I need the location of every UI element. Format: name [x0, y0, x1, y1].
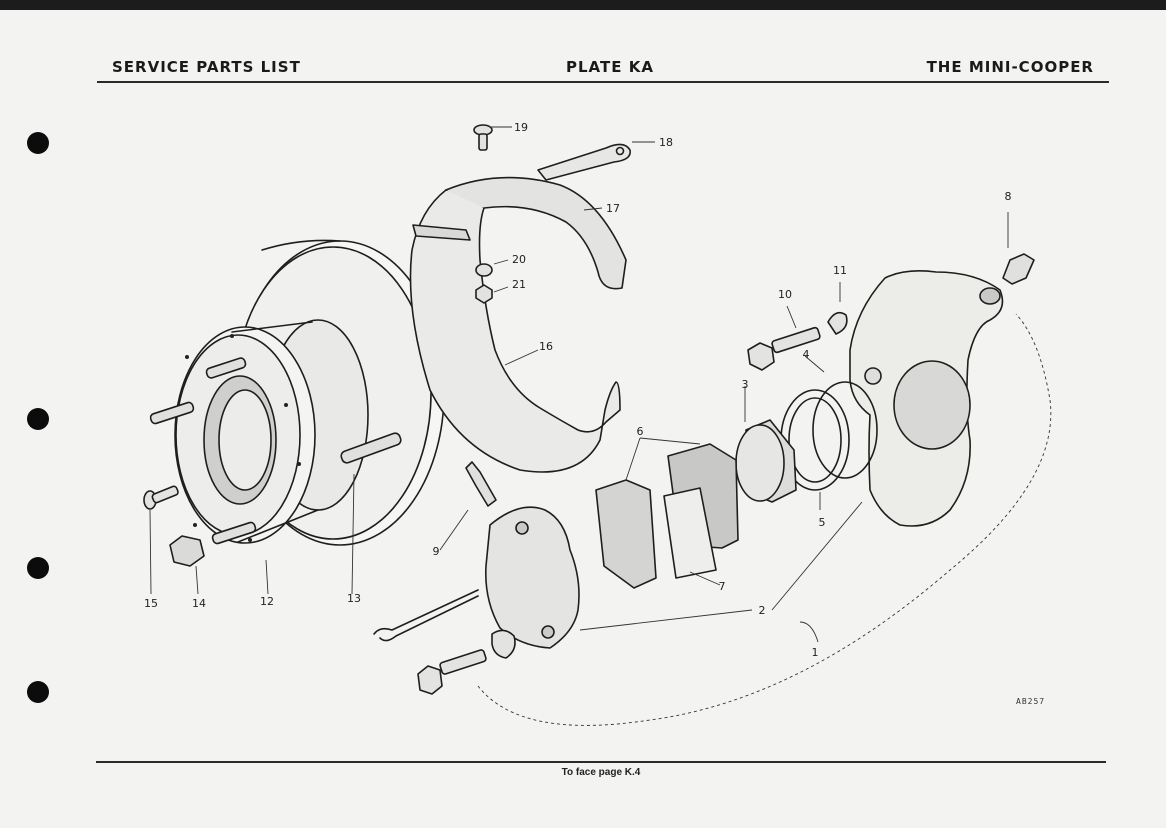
caliper-bolt-drawing [417, 649, 487, 695]
binder-hole [27, 408, 49, 430]
callout-4: 4 [803, 348, 810, 361]
nut-21-drawing [475, 284, 493, 304]
callout-19: 19 [514, 121, 528, 134]
caliper-outer-half-drawing [849, 270, 1004, 527]
header-rule [97, 81, 1109, 83]
binder-hole [27, 557, 49, 579]
nut-14-drawing [169, 535, 205, 567]
split-pin-drawing [373, 589, 479, 642]
callout-17: 17 [606, 202, 620, 215]
callout-20: 20 [512, 253, 526, 266]
seal-4-drawing [812, 381, 878, 479]
callout-21: 21 [512, 278, 526, 291]
callout-5: 5 [819, 516, 826, 529]
callout-10: 10 [778, 288, 792, 301]
callout-8: 8 [1005, 190, 1012, 203]
header-vehicle-model: THE MINI-COOPER [926, 58, 1094, 76]
brake-disc-drawing [149, 239, 445, 546]
piston-3-drawing [735, 419, 797, 503]
caliper-inner-half-drawing [484, 506, 580, 649]
header-document-title: SERVICE PARTS LIST [112, 58, 301, 76]
callout-3: 3 [742, 378, 749, 391]
callout-1: 1 [812, 646, 819, 659]
callout-6: 6 [637, 425, 644, 438]
binder-hole [27, 132, 49, 154]
callout-2: 2 [759, 604, 766, 617]
footer-rule [96, 761, 1106, 763]
header-plate-label: PLATE KA [566, 58, 654, 76]
callout-7: 7 [719, 580, 726, 593]
footer-page-reference: To face page K.4 [561, 767, 641, 778]
callout-12: 12 [260, 595, 274, 608]
washer-11-drawing [827, 311, 848, 335]
callout-15: 15 [144, 597, 158, 610]
callout-11: 11 [833, 264, 847, 277]
callout-leader-lines [149, 126, 1052, 726]
dust-shield-drawing [409, 143, 631, 473]
exploded-brake-assembly-drawing: 1 2 3 4 5 6 7 8 9 10 11 12 13 14 15 16 1… [143, 121, 1052, 726]
lock-washer-drawing [491, 629, 516, 659]
callout-18: 18 [659, 136, 673, 149]
pad-shim-7-drawing [663, 487, 717, 579]
callout-number-labels: 1 2 3 4 5 6 7 8 9 10 11 12 13 14 15 16 1… [144, 121, 1012, 659]
service-parts-plate: SERVICE PARTS LIST PLATE KA THE MINI-COO… [0, 10, 1166, 828]
brake-pad-6-drawing [595, 479, 657, 589]
bolt-15-drawing [143, 485, 179, 510]
callout-14: 14 [192, 597, 206, 610]
drawing-reference-number: AB257 [1016, 697, 1046, 706]
binder-hole [27, 681, 49, 703]
bleed-screw-9-drawing [465, 461, 497, 507]
callout-9: 9 [433, 545, 440, 558]
washer-20-drawing [475, 263, 493, 277]
callout-13: 13 [347, 592, 361, 605]
bolt-8-drawing [1002, 253, 1035, 285]
bolt-19-drawing [473, 124, 493, 151]
bolt-10-drawing [747, 326, 821, 371]
callout-16: 16 [539, 340, 553, 353]
